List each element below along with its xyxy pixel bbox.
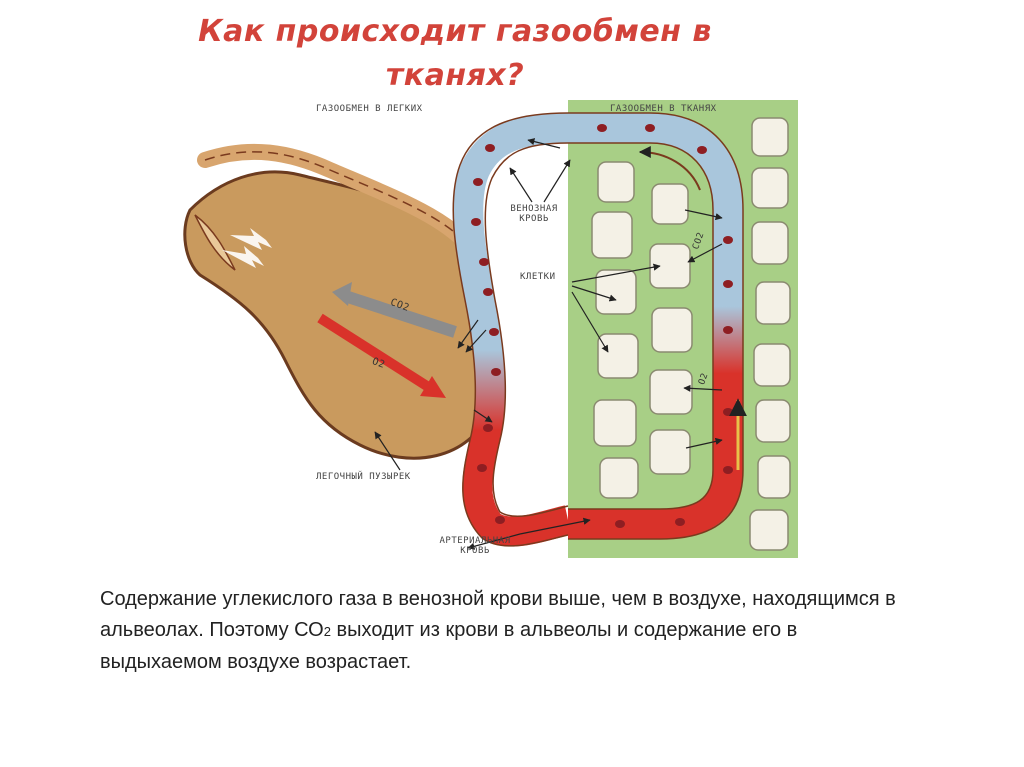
label-arterial-blood: АРТЕРИАЛЬНАЯ КРОВЬ — [420, 536, 530, 556]
caption-text: Содержание углекислого газа в венозной к… — [100, 584, 920, 678]
label-venous-blood: ВЕНОЗНАЯ КРОВЬ — [498, 204, 570, 224]
label-venous-line-1: ВЕНОЗНАЯ — [498, 204, 570, 214]
label-lungs: ГАЗООБМЕН В ЛЕГКИХ — [316, 104, 423, 114]
label-cells: КЛЕТКИ — [520, 272, 556, 282]
caption-subscript: 2 — [324, 624, 331, 639]
label-venous-line-2: КРОВЬ — [498, 214, 570, 224]
label-arterial-line-2: КРОВЬ — [420, 546, 530, 556]
alveolus — [185, 172, 498, 458]
label-alveolus: ЛЕГОЧНЫЙ ПУЗЫРЕК — [316, 472, 411, 482]
label-tissues: ГАЗООБМЕН В ТКАНЯХ — [610, 104, 717, 114]
label-arterial-line-1: АРТЕРИАЛЬНАЯ — [420, 536, 530, 546]
